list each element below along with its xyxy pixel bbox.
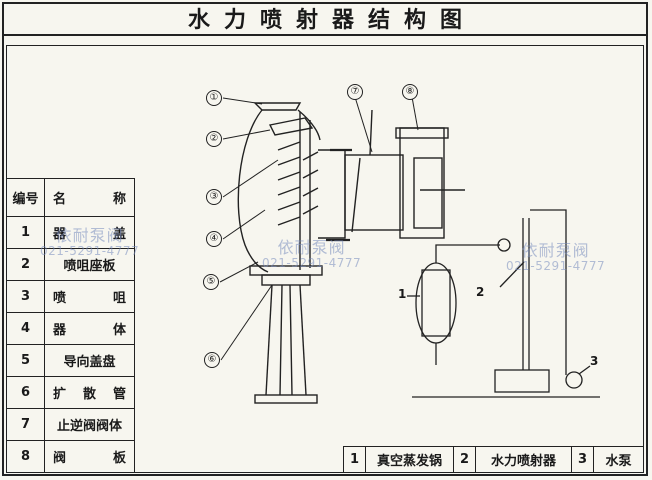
diffuser-inner [279, 284, 293, 396]
system-legend: 1 真空蒸发锅 2 水力喷射器 3 水泵 [343, 446, 644, 473]
table-row: 7 止逆阀阀体 [6, 408, 135, 441]
row-number: 3 [6, 280, 45, 313]
pipe-lines [351, 109, 373, 233]
table-row: 6 扩散 管 [6, 376, 135, 409]
row-number: 7 [6, 408, 45, 441]
system-label-3: 3 [590, 354, 599, 368]
nozzle-hatch [302, 151, 319, 215]
ejector-tail [522, 218, 530, 370]
legend-row: 1 真空蒸发锅 2 水力喷射器 3 水泵 [343, 446, 644, 473]
legend-name-2: 水力喷射器 [475, 446, 572, 473]
label-leader-3 [578, 365, 591, 375]
label-leader-2 [499, 261, 525, 288]
system-label-1: 1 [398, 287, 407, 301]
row-name-c: 管 [112, 387, 126, 402]
ejector-assembly [237, 102, 465, 404]
parts-table-header: 编号 名 称 [6, 178, 135, 217]
row-number: 4 [6, 312, 45, 345]
vapor-pipe [435, 244, 500, 263]
title-bar: 水力喷射器结构图 [2, 2, 648, 36]
body-right-top [297, 109, 321, 141]
row-name-b: 板 [112, 451, 126, 466]
diffuser-right [299, 284, 307, 396]
pump-symbol [565, 371, 583, 389]
legend-num-3: 3 [571, 446, 594, 473]
table-row: 2 喷咀座板 [6, 248, 135, 281]
legend-name-3: 水泵 [593, 446, 644, 473]
lower-flange [261, 274, 311, 286]
table-row: 4 器 体 [6, 312, 135, 345]
legend-num-2: 2 [453, 446, 476, 473]
callout-4: ④ [206, 231, 222, 247]
callout-5: ⑤ [203, 274, 219, 290]
parts-table: 编号 名称 1 器盖 2 喷咀座板 3 喷咀 4 器体 5 导向盖盘 6 扩散管… [6, 178, 135, 473]
water-tank [494, 369, 550, 393]
legend-name-1: 真空蒸发锅 [365, 446, 454, 473]
diffuser-left [265, 284, 273, 396]
table-row: 3 喷 咀 [6, 280, 135, 313]
inlet-pipe [344, 154, 404, 231]
header-name: 名 [53, 192, 67, 207]
callout-leaders [219, 96, 419, 361]
callout-2: ② [206, 131, 222, 147]
header-title: 称 [112, 192, 126, 207]
body-left-wall [237, 109, 269, 273]
header-number: 编号 [6, 178, 45, 217]
row-name: 喷咀座板 [44, 248, 135, 281]
row-number: 6 [6, 376, 45, 409]
callout-3: ③ [206, 189, 222, 205]
row-name-a: 喷 [53, 291, 67, 306]
callout-7: ⑦ [347, 84, 363, 100]
evaporator-core [421, 269, 451, 337]
row-name: 止逆阀阀体 [44, 408, 135, 441]
row-name-b: 咀 [112, 291, 126, 306]
valve-top-flange [395, 127, 449, 139]
row-number: 8 [6, 440, 45, 473]
table-row: 1 器 盖 [6, 216, 135, 249]
outer-frame [2, 2, 648, 476]
row-name-a: 器 [53, 227, 67, 242]
row-name: 导向盖盘 [44, 344, 135, 377]
callout-8: ⑧ [402, 84, 418, 100]
row-number: 1 [6, 216, 45, 249]
row-name-a: 扩 [53, 387, 67, 402]
row-number: 5 [6, 344, 45, 377]
return-pipe [530, 209, 567, 375]
ejector-symbol [497, 238, 511, 252]
table-row: 8 阀 板 [6, 440, 135, 473]
row-name-b: 盖 [112, 227, 126, 242]
nozzles [277, 141, 301, 226]
nozzle-seat [268, 117, 314, 136]
cover-plate [253, 102, 302, 111]
row-name-a: 阀 [53, 451, 67, 466]
valve-plate [413, 157, 443, 229]
legend-num-1: 1 [343, 446, 366, 473]
bolts [326, 148, 352, 242]
check-valve-body [399, 127, 445, 239]
callout-6: ⑥ [204, 352, 220, 368]
row-name-a: 器 [53, 323, 67, 338]
row-number: 2 [6, 248, 45, 281]
base-flange [254, 394, 318, 404]
callout-1: ① [206, 90, 222, 106]
row-name-b: 散 [82, 387, 96, 402]
row-name-b: 体 [112, 323, 126, 338]
page-title: 水力喷射器结构图 [187, 7, 476, 33]
inlet-neck [318, 149, 346, 239]
system-label-2: 2 [476, 285, 485, 299]
system-schematic [407, 209, 600, 398]
table-row: 5 导向盖盘 [6, 344, 135, 377]
